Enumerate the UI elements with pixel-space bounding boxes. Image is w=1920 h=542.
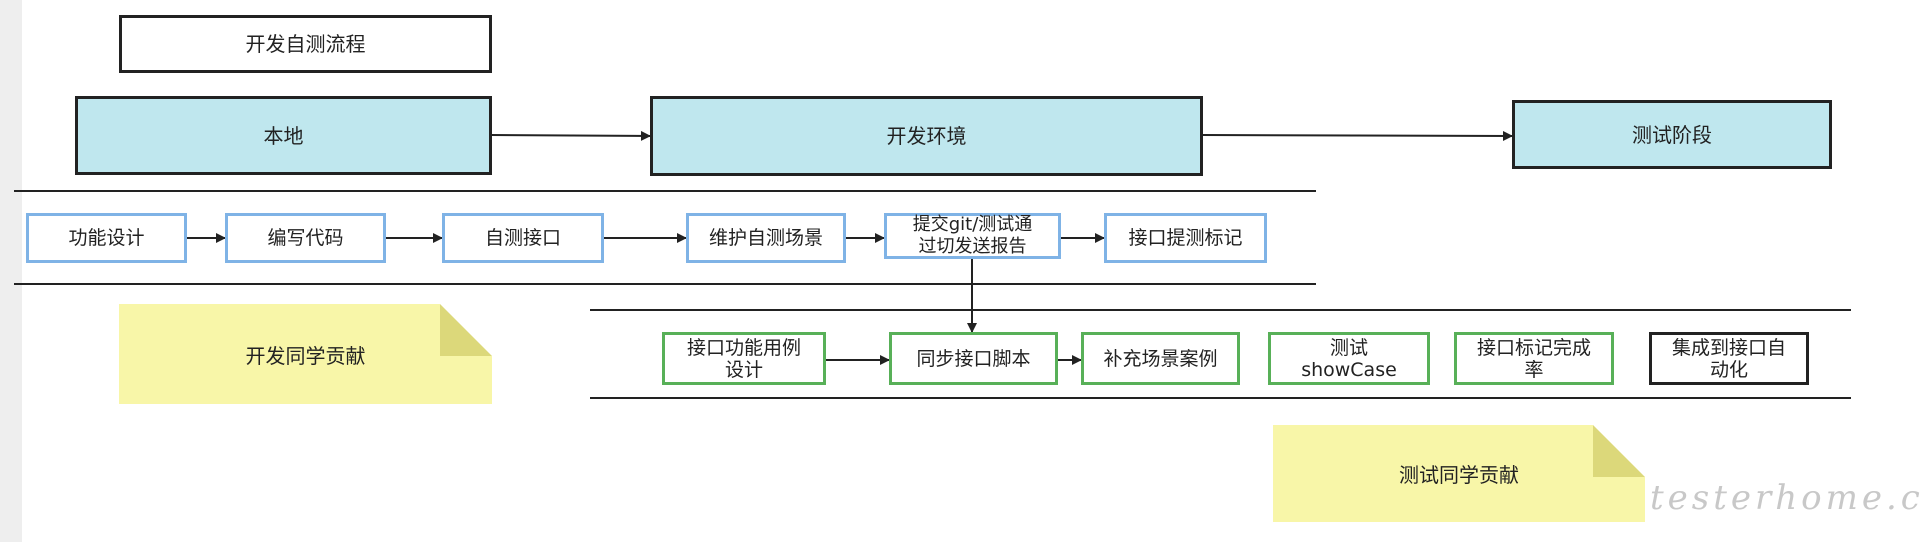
note-test-contribution-text: 测试同学贡献 bbox=[1399, 463, 1519, 487]
dev-step-write-code: 编写代码 bbox=[225, 213, 386, 263]
note-dev-contribution-text: 开发同学贡献 bbox=[245, 343, 366, 368]
test-step-case-design: 接口功能用例 设计 bbox=[662, 332, 826, 385]
arrow-local-to-dev-env bbox=[490, 130, 651, 141]
note-test-contribution: 测试同学贡献 bbox=[1273, 425, 1645, 522]
left-margin-bar bbox=[0, 0, 22, 542]
diagram-title: 开发自测流程 bbox=[119, 15, 492, 73]
stage-test-phase: 测试阶段 bbox=[1512, 100, 1832, 169]
stage-local: 本地 bbox=[75, 96, 492, 175]
test-step-integrate-automation: 集成到接口自 动化 bbox=[1649, 332, 1809, 385]
test-step-add-scenarios: 补充场景案例 bbox=[1081, 332, 1240, 385]
test-step-showcase: 测试 showCase bbox=[1268, 332, 1430, 385]
test-step-completion-rate: 接口标记完成 率 bbox=[1454, 332, 1614, 385]
arrow-dev-env-to-test-phase bbox=[1201, 130, 1513, 141]
dev-step-submit-git: 提交git/测试通 过切发送报告 bbox=[884, 213, 1061, 259]
stage-dev-env: 开发环境 bbox=[650, 96, 1203, 176]
watermark-text: testerhome.com bbox=[1650, 478, 1920, 518]
dev-step-self-test-api: 自测接口 bbox=[442, 213, 604, 263]
test-step-sync-script: 同步接口脚本 bbox=[889, 332, 1058, 385]
note-fold-corner bbox=[1593, 425, 1645, 477]
dev-step-api-marking: 接口提测标记 bbox=[1104, 213, 1267, 263]
note-fold-corner bbox=[440, 304, 492, 356]
note-dev-contribution: 开发同学贡献 bbox=[119, 304, 492, 404]
dev-step-maintain-scenarios: 维护自测场景 bbox=[686, 213, 846, 263]
dev-step-function-design: 功能设计 bbox=[26, 213, 187, 263]
